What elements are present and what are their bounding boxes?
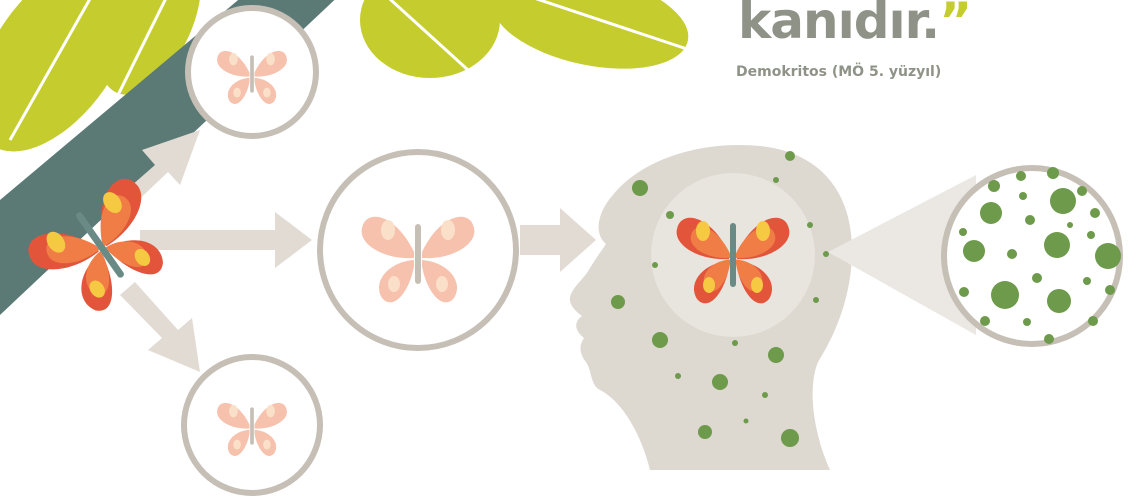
atom-dot [980, 316, 990, 326]
atom-dot [666, 211, 674, 219]
atom-dot [712, 374, 728, 390]
atom-dot [1016, 171, 1026, 181]
circle-middle [320, 152, 516, 348]
atom-dot [632, 180, 648, 196]
atom-dot [773, 177, 779, 183]
atom-dot [1090, 208, 1100, 218]
atom-dot [1095, 243, 1121, 269]
atom-dot [1047, 289, 1071, 313]
atom-dot [1007, 249, 1017, 259]
circle-top [188, 8, 316, 136]
circle-bottom [184, 357, 320, 493]
atom-dot [807, 222, 813, 228]
arrow-right [140, 212, 312, 268]
atom-dot [1083, 277, 1091, 285]
atom-dot [1067, 222, 1073, 228]
arrow-to-head [520, 208, 596, 272]
atom-dot [652, 262, 658, 268]
atom-dot [1047, 167, 1059, 179]
atom-dot [768, 347, 784, 363]
atom-dot [732, 340, 738, 346]
atom-dot [781, 429, 799, 447]
atom-dot [611, 295, 625, 309]
atom-dot [991, 281, 1019, 309]
atom-dot [652, 332, 668, 348]
atom-dot [1019, 192, 1027, 200]
atom-dot [1087, 231, 1095, 239]
atom-dot [1088, 316, 1098, 326]
atom-dot [823, 251, 829, 257]
atom-magnifier [944, 167, 1121, 344]
atom-dot [785, 151, 795, 161]
atom-dot [1077, 186, 1087, 196]
atom-dot [959, 228, 967, 236]
atom-dot [1032, 273, 1042, 283]
atom-dot [1105, 285, 1115, 295]
quote-text: kanıdır.” [738, 0, 971, 56]
atom-dot [762, 392, 768, 398]
closing-quote-mark: ” [939, 0, 971, 50]
atom-dot [744, 419, 749, 424]
atom-dot [1044, 334, 1054, 344]
atom-dot [813, 297, 819, 303]
atom-dot [1025, 215, 1035, 225]
atom-dot [980, 202, 1002, 224]
leaf [360, 0, 500, 78]
atom-dot [675, 373, 681, 379]
atom-dot [988, 180, 1000, 192]
quote-attribution: Demokritos (MÖ 5. yüzyıl) [736, 64, 941, 80]
arrow-down [120, 282, 200, 372]
atom-dot [1023, 318, 1031, 326]
atom-dot [1044, 232, 1070, 258]
atom-dot [1050, 188, 1076, 214]
atom-dot [963, 240, 985, 262]
atom-dot [959, 287, 969, 297]
atom-dot [698, 425, 712, 439]
